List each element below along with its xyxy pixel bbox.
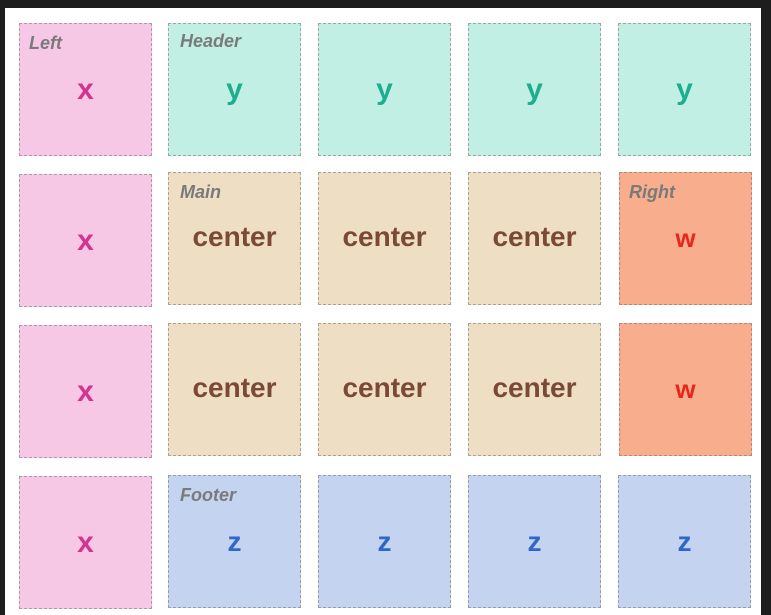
area-footer-value: z — [227, 525, 242, 557]
area-header-value: y — [376, 72, 393, 106]
area-main-label: Main — [180, 182, 222, 202]
area-main-value: center — [342, 371, 427, 403]
area-main-cell: center — [468, 172, 601, 305]
area-left-value: x — [77, 223, 94, 257]
area-footer-cell: z — [318, 475, 451, 608]
area-main-cell: center — [168, 323, 301, 456]
area-footer-cell: z — [468, 475, 601, 608]
area-footer-cell: z — [168, 475, 301, 608]
area-footer-cell: z — [618, 475, 751, 608]
area-main-value: center — [192, 220, 277, 252]
area-left-value: x — [77, 525, 94, 559]
area-main-value: center — [492, 220, 577, 252]
area-main-value: center — [492, 371, 577, 403]
area-header-cell: y — [318, 23, 451, 156]
area-footer-label: Footer — [180, 485, 236, 505]
area-left-cell: x — [19, 174, 152, 307]
area-main-cell: center — [468, 323, 601, 456]
area-main-cell: center — [168, 172, 301, 305]
area-main-cell: center — [318, 323, 451, 456]
area-header-value: y — [526, 72, 543, 106]
area-header-value: y — [676, 72, 693, 106]
area-footer-value: z — [677, 525, 692, 557]
area-main-value: center — [342, 220, 427, 252]
area-left-cell: x — [19, 476, 152, 609]
area-header-value: y — [226, 72, 243, 106]
area-footer-value: z — [377, 525, 392, 557]
area-right-cell: w — [619, 323, 752, 456]
area-header-cell: y — [168, 23, 301, 156]
area-footer-value: z — [527, 525, 542, 557]
area-header-cell: y — [618, 23, 751, 156]
area-left-value: x — [77, 72, 94, 106]
grid-layout-diagram: Left x x x x Header y y y y Main center center c… — [5, 8, 761, 615]
area-main-cell: center — [318, 172, 451, 305]
area-right-value: w — [675, 223, 696, 253]
area-right-cell: w — [619, 172, 752, 305]
area-left-cell: x — [19, 23, 152, 156]
area-left-label: Left — [29, 33, 62, 53]
area-header-label: Header — [180, 31, 242, 51]
area-right-value: w — [675, 374, 696, 404]
area-header-cell: y — [468, 23, 601, 156]
area-main-value: center — [192, 371, 277, 403]
area-left-value: x — [77, 374, 94, 408]
area-left-cell: x — [19, 325, 152, 458]
area-right-label: Right — [629, 182, 675, 202]
